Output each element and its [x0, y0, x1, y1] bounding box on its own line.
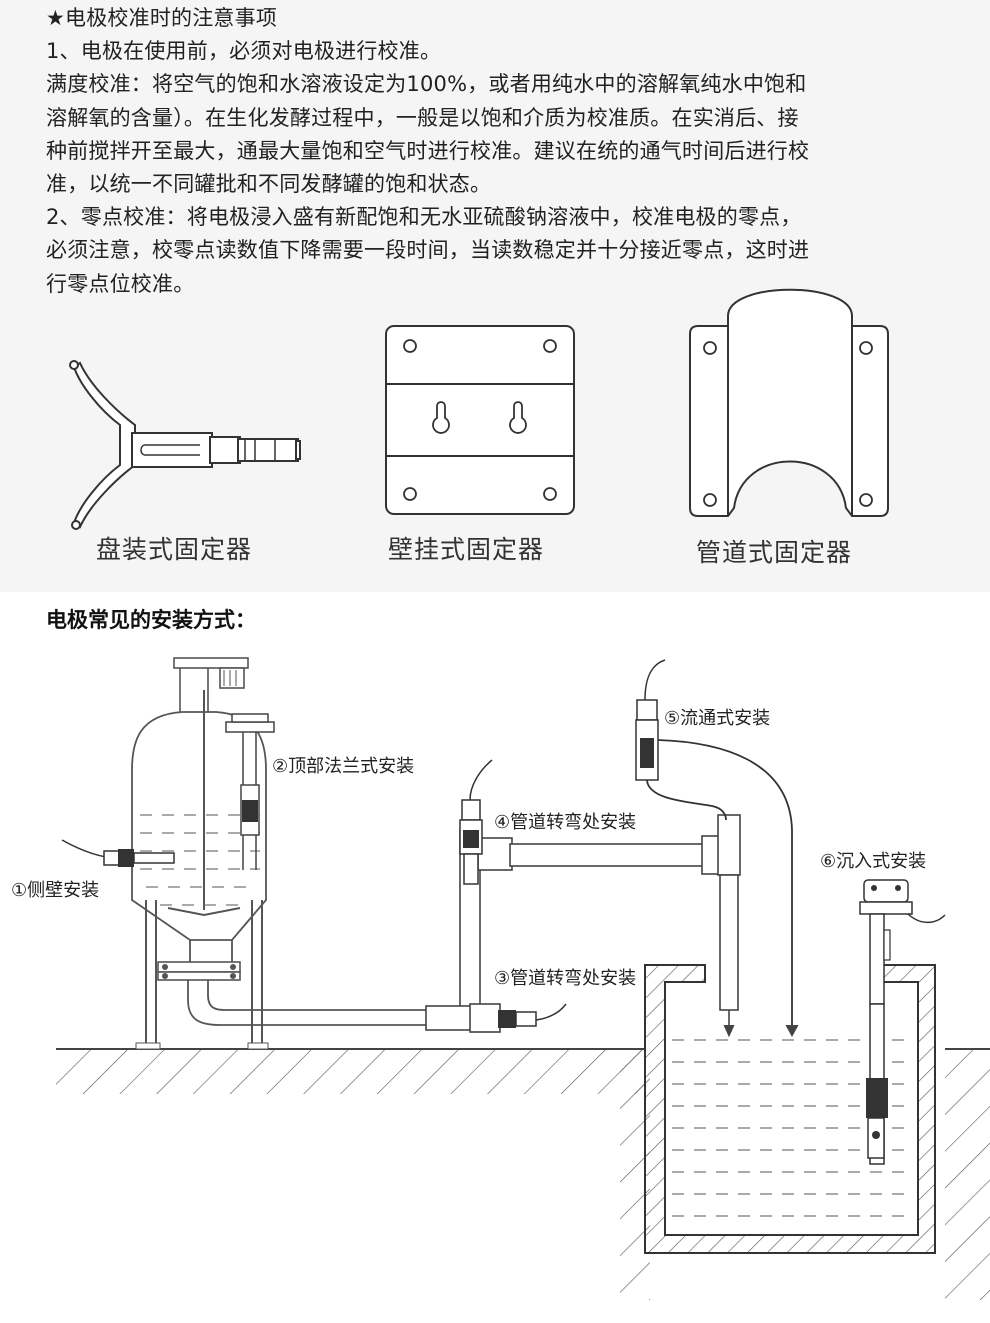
pipe-fixture-drawing	[689, 288, 889, 517]
notes-line: 1、电极在使用前，必须对电极进行校准。	[46, 39, 442, 64]
side-wall-electrode	[61, 839, 175, 867]
install-methods-title: 电极常见的安装方式：	[46, 608, 256, 632]
wall-fixture-drawing	[385, 325, 575, 515]
flow-through-electrode	[635, 659, 799, 1038]
pipe-bend-install-label-3: ③管道转弯处安装	[494, 968, 637, 989]
notes-line: 满度校准：将空气的饱和水溶液设定为100%，或者用纯水中的溶解氧纯水中饱和	[46, 72, 807, 97]
flow-through-install-label: ⑤流通式安装	[664, 708, 771, 729]
wall-fixture-label: 壁挂式固定器	[388, 535, 545, 564]
installation-diagram	[56, 657, 990, 1300]
pipe-system	[425, 814, 741, 1038]
notes-line: 必须注意，校零点读数值下降需要一段时间，当读数稳定并十分接近零点，这时进	[46, 238, 810, 263]
calibration-notes-panel: ★电极校准时的注意事项 1、电极在使用前，必须对电极进行校准。 满度校准：将空气…	[0, 0, 990, 592]
panel-fixture-drawing	[69, 360, 301, 530]
immersion-electrode	[859, 879, 946, 1165]
notes-line: 种前搅拌开至最大，通最大量饱和空气时进行校准。建议在统的通气时间后进行校	[46, 138, 810, 163]
fermentation-tank	[131, 657, 440, 1050]
pipe-bend-electrode-upper	[459, 759, 493, 885]
notes-heading: ★电极校准时的注意事项	[46, 6, 278, 30]
notes-line: 准，以统一不同罐批和不同发酵罐的饱和状态。	[46, 172, 492, 197]
pipe-bend-electrode-lower	[498, 1003, 567, 1028]
ground-hatch	[56, 1050, 646, 1094]
notes-line: 2、零点校准：将电极浸入盛有新配饱和无水亚硫酸钠溶液中，校准电极的零点，	[46, 205, 802, 230]
top-flange-install-label: ②顶部法兰式安装	[272, 756, 415, 777]
calibration-notes: ★电极校准时的注意事项 1、电极在使用前，必须对电极进行校准。 满度校准：将空气…	[46, 2, 946, 301]
notes-line: 行零点位校准。	[46, 271, 195, 296]
notes-line: 溶解氧的含量）。在生化发酵过程中，一般是以饱和介质为校准质。在实消后、接	[46, 105, 799, 130]
water-basin	[644, 964, 936, 1254]
top-flange-electrode	[225, 713, 275, 870]
panel-fixture-label: 盘装式固定器	[96, 535, 253, 564]
pipe-fixture-label: 管道式固定器	[696, 538, 853, 567]
side-wall-install-label: ①侧壁安装	[11, 880, 100, 901]
immersion-install-label: ⑥沉入式安装	[820, 851, 927, 872]
pipe-bend-install-label-4: ④管道转弯处安装	[494, 812, 637, 833]
